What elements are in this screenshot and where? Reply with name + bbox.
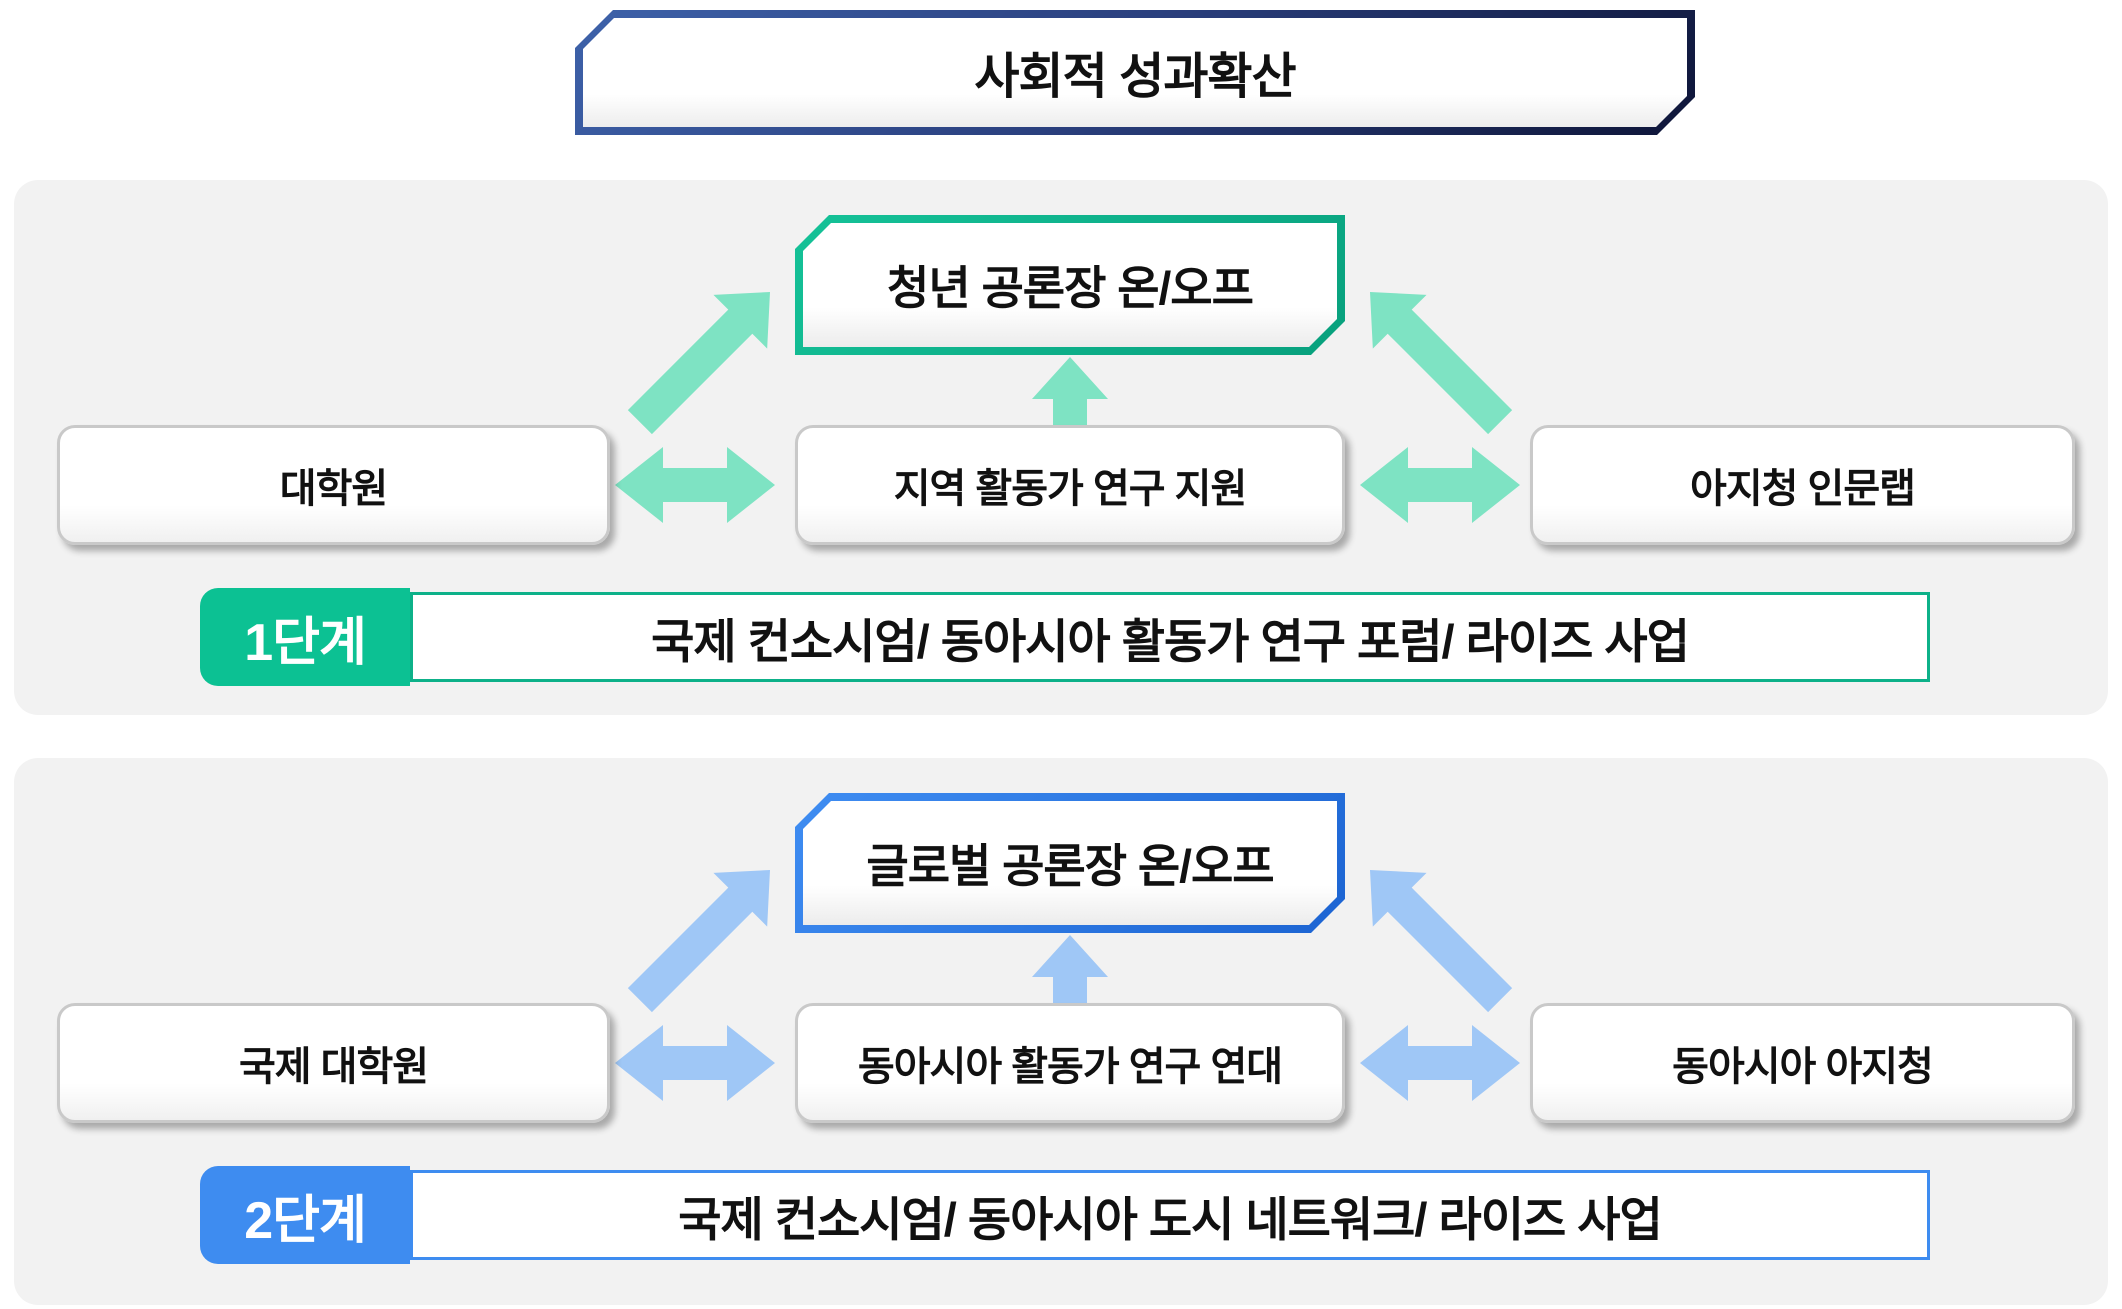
stage1-center-card-label: 지역 활동가 연구 지원 [893,467,1248,511]
stage1-bar: 국제 컨소시엄/ 동아시아 활동가 연구 포럼/ 라이즈 사업 [410,592,1930,682]
diagonal-up-right-arrow-icon [627,870,770,1013]
stage1-left-card: 대학원 [57,425,610,545]
stage1-panel: 청년 공론장 온/오프 대학원 지역 활동가 연구 지원 아지청 인문랩 1단계… [14,180,2108,715]
double-arrow-left-icon [615,447,775,523]
title-box-inner: 사회적 성과확산 [583,18,1687,127]
double-arrow-right-icon [1360,1025,1520,1101]
stage2-left-card: 국제 대학원 [57,1003,610,1123]
stage1-main-box: 청년 공론장 온/오프 [795,215,1345,355]
stage1-main-box-label: 청년 공론장 온/오프 [887,262,1253,314]
stage2-main-box-label: 글로벌 공론장 온/오프 [866,840,1274,892]
stage1-right-card-label: 아지청 인문랩 [1690,467,1916,511]
stage2-left-card-label: 국제 대학원 [238,1045,429,1089]
diagonal-up-left-arrow-icon [1370,870,1513,1013]
diagonal-up-left-arrow-icon [1370,292,1513,435]
double-arrow-left-icon [615,1025,775,1101]
page-title: 사회적 성과확산 [974,50,1296,104]
stage1-left-card-label: 대학원 [279,467,388,511]
stage2-bar-label: 국제 컨소시엄/ 동아시아 도시 네트워크/ 라이즈 사업 [678,1192,1663,1246]
stage2-bar: 국제 컨소시엄/ 동아시아 도시 네트워크/ 라이즈 사업 [410,1170,1930,1260]
stage2-main-box-inner: 글로벌 공론장 온/오프 [803,801,1337,925]
diagonal-up-right-arrow-icon [627,292,770,435]
stage2-main-box: 글로벌 공론장 온/오프 [795,793,1345,933]
stage2-badge: 2단계 [200,1166,410,1264]
stage1-right-card: 아지청 인문랩 [1530,425,2075,545]
up-arrow-icon [1032,935,1108,1003]
stage2-center-card: 동아시아 활동가 연구 연대 [795,1003,1345,1123]
stage2-right-card-label: 동아시아 아지청 [1672,1045,1934,1089]
stage2-center-card-label: 동아시아 활동가 연구 연대 [857,1045,1283,1089]
double-arrow-right-icon [1360,447,1520,523]
stage2-right-card: 동아시아 아지청 [1530,1003,2075,1123]
stage1-center-card: 지역 활동가 연구 지원 [795,425,1345,545]
stage1-main-box-inner: 청년 공론장 온/오프 [803,223,1337,347]
stage1-bar-label: 국제 컨소시엄/ 동아시아 활동가 연구 포럼/ 라이즈 사업 [651,614,1690,668]
up-arrow-icon [1032,357,1108,425]
title-box: 사회적 성과확산 [575,10,1695,135]
stage1-badge: 1단계 [200,588,410,686]
stage2-panel: 글로벌 공론장 온/오프 국제 대학원 동아시아 활동가 연구 연대 동아시아 … [14,758,2108,1305]
